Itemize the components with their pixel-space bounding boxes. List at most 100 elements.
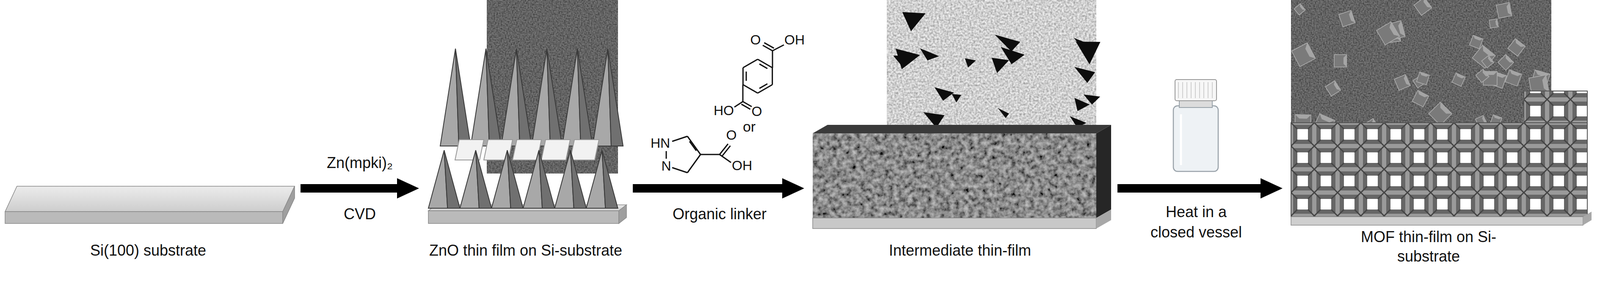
zno-pyramid-face — [546, 48, 563, 147]
chemical-bond — [672, 136, 688, 142]
chemical-bond — [687, 154, 701, 173]
crystal-facet — [1343, 54, 1347, 67]
sem-crystal — [1394, 74, 1411, 91]
substrate-side — [618, 204, 627, 224]
substrate-front — [428, 210, 619, 224]
atom-label: OH — [784, 32, 805, 48]
substrate-front — [1291, 216, 1584, 226]
crystal-facet — [1506, 2, 1512, 17]
chemical-bond — [771, 67, 773, 85]
sem-crystal — [1413, 0, 1432, 16]
vial-icon — [1173, 79, 1219, 172]
film-side — [1096, 124, 1112, 218]
chemical-bond — [742, 59, 758, 68]
stage-label: Si(100) substrate — [90, 241, 207, 260]
chemical-bond — [719, 143, 729, 155]
chemical-structures — [666, 42, 784, 173]
stage-label: ZnO thin film on Si-substrate — [429, 241, 623, 260]
chemical-bond — [764, 42, 774, 49]
chemical-bond — [689, 141, 697, 151]
crystal-facet — [1418, 71, 1430, 78]
sem-crystal — [934, 87, 955, 101]
zno-pyramid-face — [570, 150, 587, 209]
chemical-bond — [772, 44, 784, 51]
zno-plate — [455, 139, 484, 160]
crystal-facet — [1472, 35, 1483, 42]
atom-label: O — [751, 104, 763, 119]
vial-body — [1173, 105, 1219, 172]
sem-crystal — [1469, 35, 1484, 49]
sem-crystal — [1489, 19, 1499, 29]
atom-label: OH — [731, 158, 753, 174]
crystal-facet — [1303, 42, 1316, 61]
intermediate-film — [812, 0, 1112, 229]
zno-pyramid-face — [475, 150, 492, 209]
atom-label: O — [750, 32, 762, 48]
chemical-bond — [741, 104, 751, 110]
crystal-face — [1489, 19, 1499, 29]
stage-label: MOF thin-film on Si-substrate — [1339, 227, 1518, 267]
sem-crystal — [951, 93, 962, 103]
sem-crystal — [1334, 54, 1347, 67]
chemical-bond — [721, 145, 731, 157]
substrate-side — [1096, 209, 1112, 229]
substrate-side — [1583, 211, 1592, 226]
zno-plate — [541, 139, 571, 160]
crystal-face — [1394, 74, 1411, 91]
zno-pyramid-face — [538, 150, 555, 209]
sem-crystal — [1376, 22, 1400, 46]
crystal-face — [1376, 22, 1400, 46]
atom-label: HO — [713, 103, 734, 119]
sem-crystal — [1428, 102, 1453, 126]
cap-ridge — [1194, 82, 1196, 99]
chemical-bond — [772, 50, 774, 68]
sem-crystal — [1481, 55, 1494, 68]
crystal-facet — [1541, 74, 1550, 93]
crystal-face — [1481, 55, 1494, 68]
crystal-face — [1334, 54, 1347, 67]
crystal-face — [1416, 71, 1430, 85]
crystal-facet — [1481, 69, 1489, 79]
mof-framework — [1523, 91, 1588, 123]
step-label: Heat in a closed vessel — [1143, 201, 1250, 243]
sem-crystal — [998, 107, 1010, 119]
chemical-bond — [742, 84, 758, 94]
chemical-bond — [665, 151, 668, 159]
sem-crystal — [1325, 80, 1341, 97]
substrate-front — [5, 211, 283, 224]
sem-crystal — [1073, 38, 1087, 50]
crystal-facet — [1298, 3, 1306, 12]
chemical-bond — [745, 71, 747, 81]
chemical-bond — [719, 154, 732, 163]
crystal-facet — [1454, 72, 1465, 80]
mof-framework — [1291, 122, 1588, 217]
crystal-face — [1469, 35, 1484, 49]
crystal-face — [1428, 102, 1453, 126]
atom-label: N — [661, 158, 671, 174]
substrate-top — [5, 186, 295, 212]
crystal-facet — [1402, 74, 1411, 87]
sem-image — [886, 0, 1097, 130]
zno-pyramid-face — [577, 48, 593, 147]
sem-crystal — [1293, 3, 1305, 15]
sem-crystal — [1507, 38, 1526, 56]
sem-crystal — [1497, 54, 1514, 71]
process-stage: Intermediate thin-film — [808, 0, 1114, 295]
substrate-front — [812, 217, 1097, 229]
sem-crystal — [902, 12, 926, 32]
sem-crystal — [1416, 71, 1430, 85]
process-arrow — [300, 184, 398, 193]
chemical-bond — [757, 59, 773, 68]
cap-ridge — [1182, 82, 1184, 99]
zno-pyramid-face — [485, 48, 502, 147]
process-arrow — [632, 184, 783, 193]
sem-crystal — [991, 57, 1010, 74]
zno-pyramid-face — [455, 48, 471, 147]
crystal-facet — [1486, 55, 1494, 64]
sem-crystal — [895, 48, 920, 70]
cap-ridge — [1190, 82, 1192, 99]
crystal-facet — [1295, 114, 1311, 119]
chemical-bond — [687, 136, 701, 155]
sem-crystal — [1074, 97, 1090, 111]
glass-highlight — [1180, 114, 1183, 166]
